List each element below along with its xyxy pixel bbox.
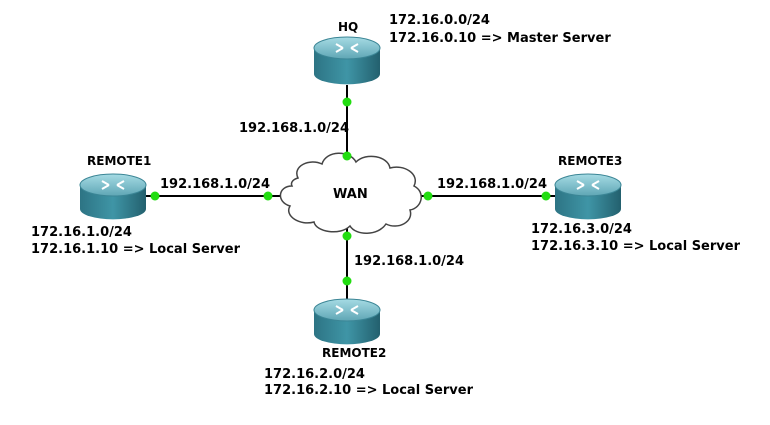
port-indicator <box>150 191 160 201</box>
link-subnet-remote1: 192.168.1.0/24 <box>160 177 271 192</box>
remote3-network: 172.16.3.0/24 <box>531 222 632 237</box>
port-indicator <box>342 231 352 241</box>
router-icon[interactable] <box>79 173 147 220</box>
port-indicator <box>342 97 352 107</box>
port-indicator <box>541 191 551 201</box>
remote2-server: 172.16.2.10 => Local Server <box>264 383 473 398</box>
router-icon[interactable] <box>313 36 381 85</box>
router-name-remote1: REMOTE1 <box>87 154 152 168</box>
port-indicator <box>342 276 352 286</box>
cloud-label: WAN <box>333 187 368 202</box>
link-subnet-hq: 192.168.1.0/24 <box>239 121 350 136</box>
router-icon[interactable] <box>313 298 381 345</box>
port-indicator <box>342 151 352 161</box>
remote1-server: 172.16.1.10 => Local Server <box>31 242 240 257</box>
hq-network: 172.16.0.0/24 <box>389 13 490 28</box>
router-name-remote3: REMOTE3 <box>558 154 623 168</box>
router-name-hq: HQ <box>338 20 359 34</box>
remote3-server: 172.16.3.10 => Local Server <box>531 239 740 254</box>
router-name-remote2: REMOTE2 <box>322 346 387 360</box>
port-indicator <box>263 191 273 201</box>
port-indicators <box>150 97 551 286</box>
link-subnet-remote3: 192.168.1.0/24 <box>437 177 548 192</box>
router-icon[interactable] <box>554 173 622 220</box>
port-indicator <box>423 191 433 201</box>
link-subnet-remote2: 192.168.1.0/24 <box>354 254 465 269</box>
cloud-icon[interactable] <box>279 152 422 234</box>
remote2-network: 172.16.2.0/24 <box>264 367 365 382</box>
hq-server: 172.16.0.10 => Master Server <box>389 31 611 46</box>
remote1-network: 172.16.1.0/24 <box>31 225 132 240</box>
